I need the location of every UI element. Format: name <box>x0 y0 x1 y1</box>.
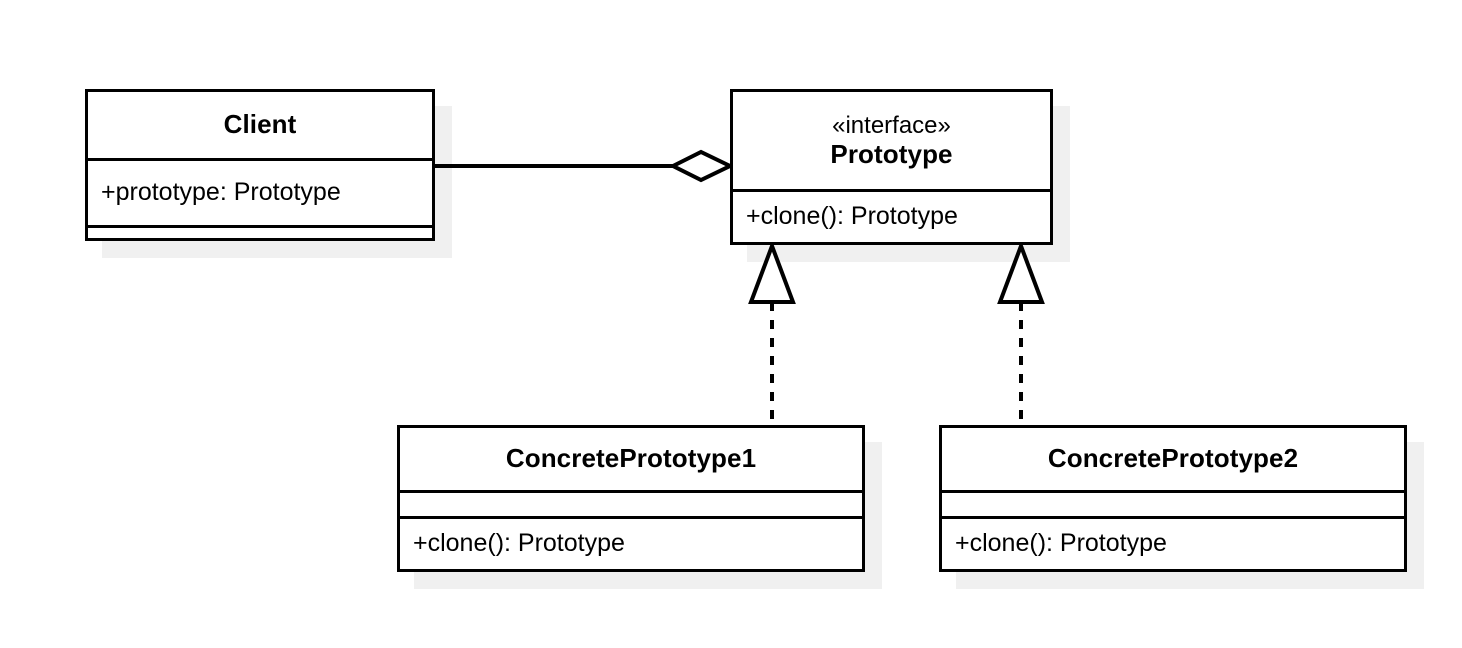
prototype-class-name: Prototype <box>830 138 953 169</box>
concrete-prototype-2-class-name: ConcretePrototype2 <box>1047 443 1299 474</box>
concrete-prototype-2-attributes-compartment <box>942 490 1404 516</box>
client-class-attributes-compartment: +prototype: Prototype <box>88 158 432 225</box>
client-class-name: Client <box>223 109 297 140</box>
prototype-stereotype-label: «interface» <box>832 112 951 140</box>
client-attribute-prototype: +prototype: Prototype <box>101 178 341 207</box>
concrete-prototype-1-operations-compartment: +clone(): Prototype <box>400 516 862 569</box>
prototype-operations-compartment: +clone(): Prototype <box>733 189 1050 242</box>
aggregation-hollow-diamond-icon <box>668 149 735 183</box>
client-class-operations-compartment <box>88 225 432 238</box>
concrete-prototype-2-title-compartment: ConcretePrototype2 <box>942 428 1404 490</box>
client-class-title-compartment: Client <box>88 92 432 158</box>
concrete-prototype-2-operation-clone: +clone(): Prototype <box>955 529 1167 558</box>
concrete-prototype-1-operation-clone: +clone(): Prototype <box>413 529 625 558</box>
concrete-prototype-1-title-compartment: ConcretePrototype1 <box>400 428 862 490</box>
concrete-prototype-1-class-box[interactable]: ConcretePrototype1 +clone(): Prototype <box>397 425 865 572</box>
prototype-operation-clone: +clone(): Prototype <box>746 202 958 231</box>
prototype-interface-box[interactable]: «interface» Prototype +clone(): Prototyp… <box>730 89 1053 245</box>
concrete-prototype-2-operations-compartment: +clone(): Prototype <box>942 516 1404 569</box>
concrete-prototype-2-class-box[interactable]: ConcretePrototype2 +clone(): Prototype <box>939 425 1407 572</box>
client-class-box[interactable]: Client +prototype: Prototype <box>85 89 435 241</box>
concrete-prototype-1-attributes-compartment <box>400 490 862 516</box>
prototype-interface-title-compartment: «interface» Prototype <box>733 92 1050 189</box>
concrete-prototype-1-class-name: ConcretePrototype1 <box>505 443 757 474</box>
